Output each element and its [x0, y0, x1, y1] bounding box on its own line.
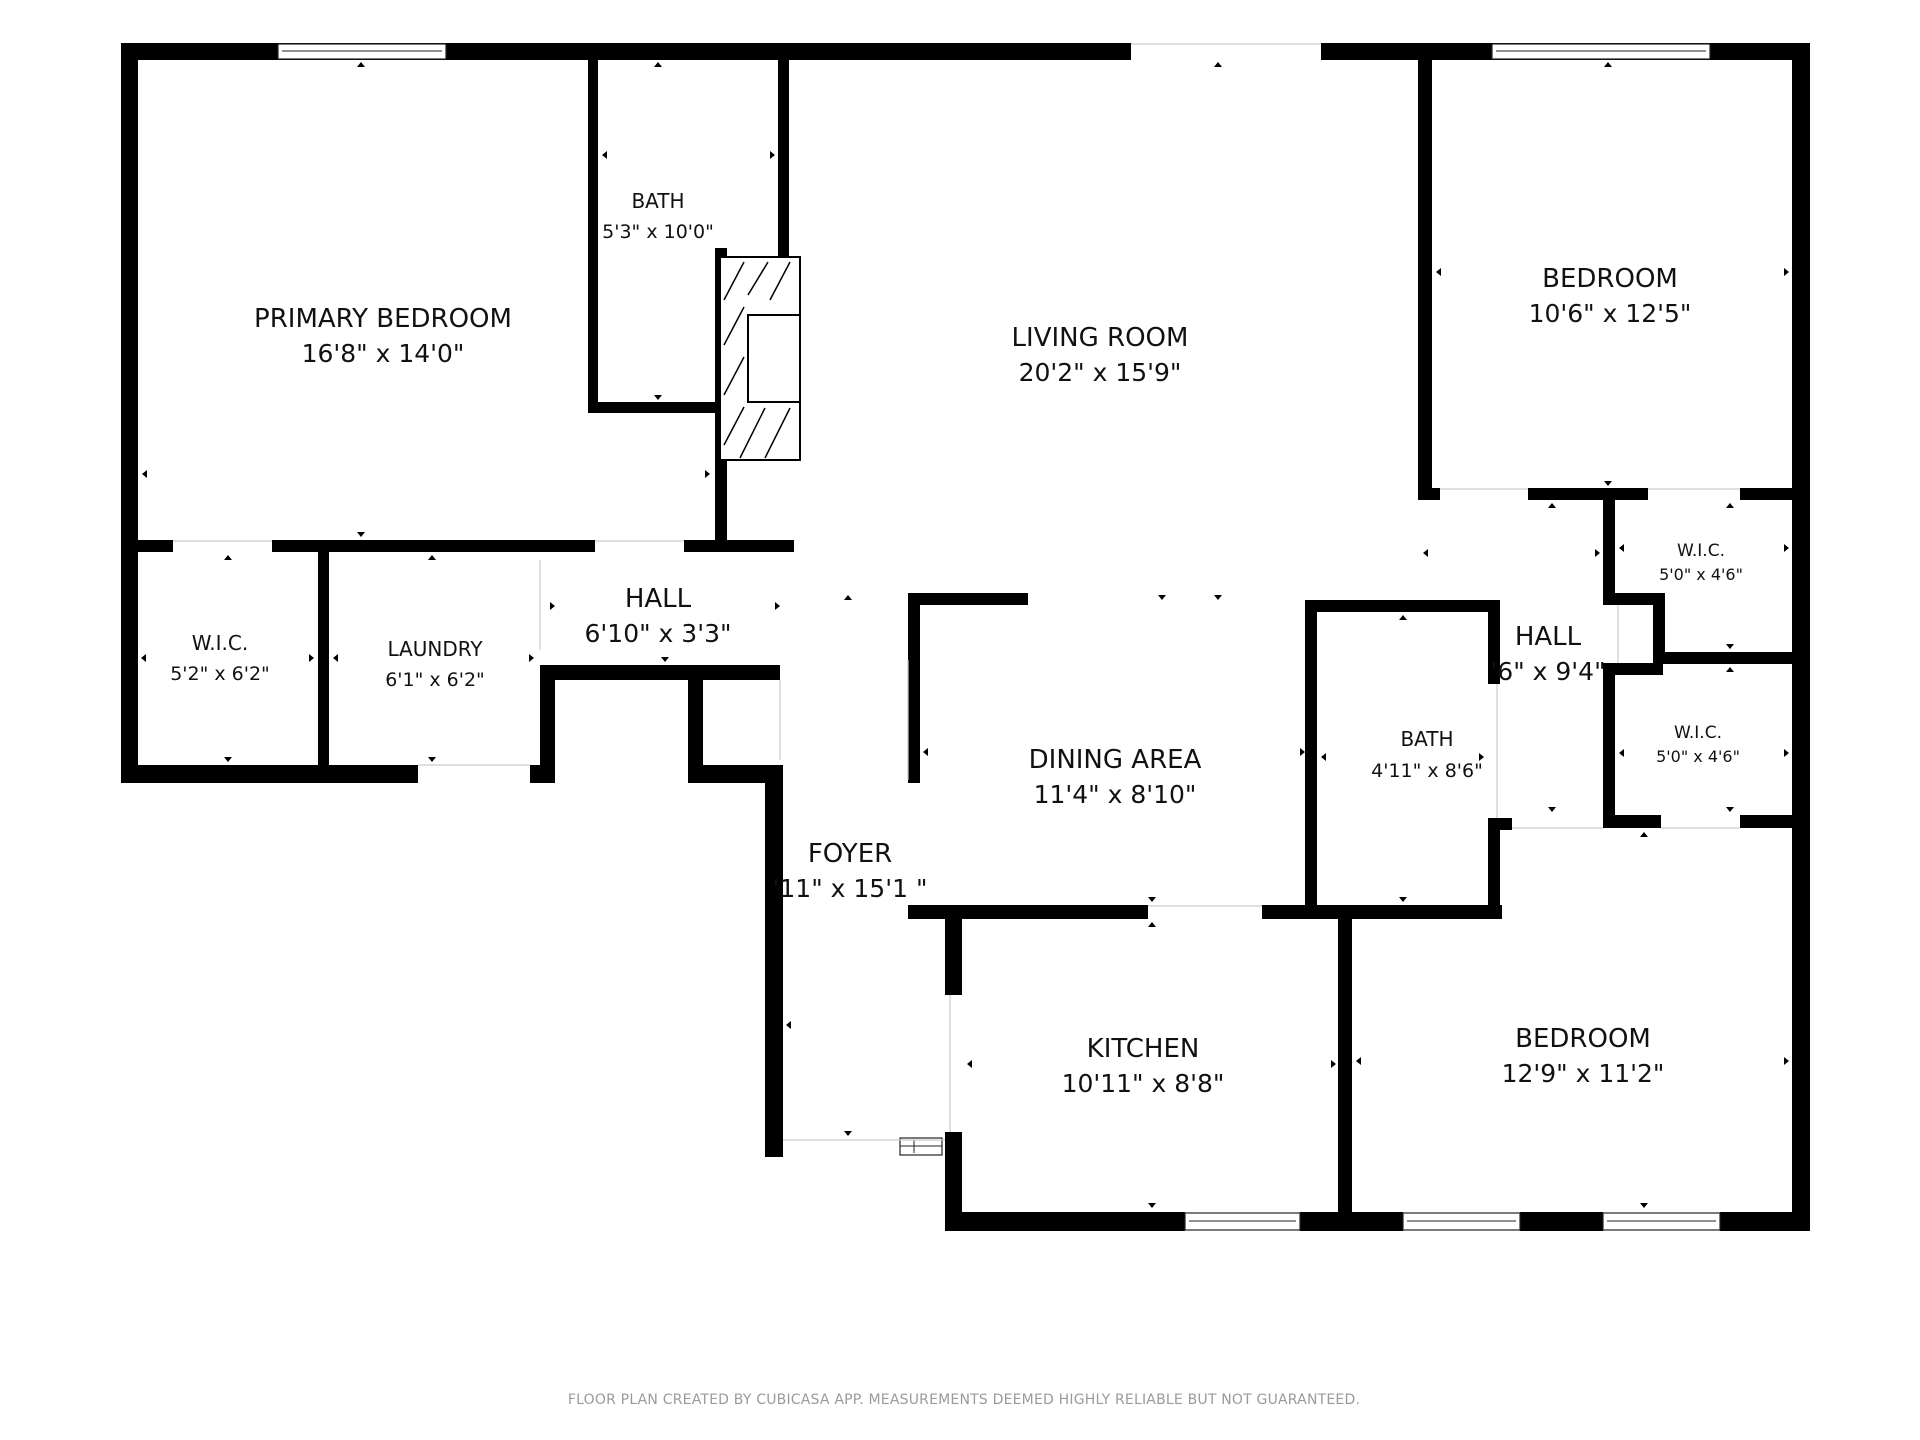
room-bath-1: BATH 5'3" x 10'0": [602, 189, 714, 243]
room-primary-bedroom: PRIMARY BEDROOM 16'8" x 14'0": [254, 304, 512, 368]
room-living-room: LIVING ROOM 20'2" x 15'9": [1012, 323, 1189, 387]
room-dimensions: 16'8" x 14'0": [302, 339, 465, 368]
room-wic-1: W.I.C. 5'2" x 6'2": [170, 631, 270, 685]
room-dimensions: 11'4" x 8'10": [1034, 780, 1197, 809]
room-name: BEDROOM: [1542, 264, 1678, 294]
walls: [121, 43, 1810, 1231]
room-kitchen: KITCHEN 10'11" x 8'8": [1062, 1034, 1225, 1098]
room-name: BEDROOM: [1515, 1024, 1651, 1054]
room-dimensions: 10'11" x 8'8": [1062, 1069, 1225, 1098]
room-dimensions: 5'2" x 6'2": [170, 663, 270, 685]
room-name: PRIMARY BEDROOM: [254, 304, 512, 334]
room-dimensions: 5'0" x 4'6": [1659, 565, 1743, 584]
room-dimensions: 5'3" x 10'0": [602, 221, 714, 243]
fireplace: [719, 256, 801, 461]
room-name: FOYER: [808, 839, 892, 869]
room-bedroom-bottom: BEDROOM 12'9" x 11'2": [1502, 1024, 1665, 1088]
room-hall-1: HALL 6'10" x 3'3": [585, 584, 732, 648]
room-dining-area: DINING AREA 11'4" x 8'10": [1029, 745, 1202, 809]
room-dimensions: 6'1" x 6'2": [385, 669, 485, 691]
room-name: W.I.C.: [1674, 723, 1722, 743]
footer-disclaimer: FLOOR PLAN CREATED BY CUBICASA APP. MEAS…: [568, 1392, 1360, 1408]
room-name: LIVING ROOM: [1012, 323, 1189, 353]
room-name: BATH: [631, 189, 684, 213]
room-dimensions: 10'6" x 12'5": [1529, 299, 1692, 328]
room-hall-2: HALL '6" x 9'4": [1490, 622, 1605, 686]
room-dimensions: '6" x 9'4": [1490, 657, 1605, 686]
room-name: HALL: [625, 584, 692, 614]
room-bath-2: BATH 4'11" x 8'6": [1371, 727, 1483, 782]
room-dimensions: 4'11" x 8'6": [1371, 760, 1483, 782]
room-name: LAUNDRY: [387, 637, 483, 661]
room-name: KITCHEN: [1087, 1034, 1200, 1064]
room-dimensions: '11" x 15'1 ": [773, 874, 928, 903]
room-name: DINING AREA: [1029, 745, 1202, 775]
room-laundry: LAUNDRY 6'1" x 6'2": [385, 637, 485, 691]
room-name: W.I.C.: [192, 631, 248, 655]
room-dimensions: 12'9" x 11'2": [1502, 1059, 1665, 1088]
room-bedroom-top: BEDROOM 10'6" x 12'5": [1529, 264, 1692, 328]
room-dimensions: 5'0" x 4'6": [1656, 747, 1740, 766]
room-dimensions: 20'2" x 15'9": [1019, 358, 1182, 387]
dimension-markers: [141, 62, 1789, 1208]
room-wic-2: W.I.C. 5'0" x 4'6": [1659, 541, 1743, 584]
room-name: BATH: [1400, 727, 1453, 751]
room-name: W.I.C.: [1677, 541, 1725, 561]
openings: [173, 43, 1740, 1141]
room-wic-3: W.I.C. 5'0" x 4'6": [1656, 723, 1740, 766]
windows: [277, 43, 1721, 1231]
room-foyer: FOYER '11" x 15'1 ": [773, 839, 928, 903]
room-name: HALL: [1515, 622, 1582, 652]
room-labels: PRIMARY BEDROOM 16'8" x 14'0" BATH 5'3" …: [170, 189, 1743, 1098]
room-dimensions: 6'10" x 3'3": [585, 619, 732, 648]
